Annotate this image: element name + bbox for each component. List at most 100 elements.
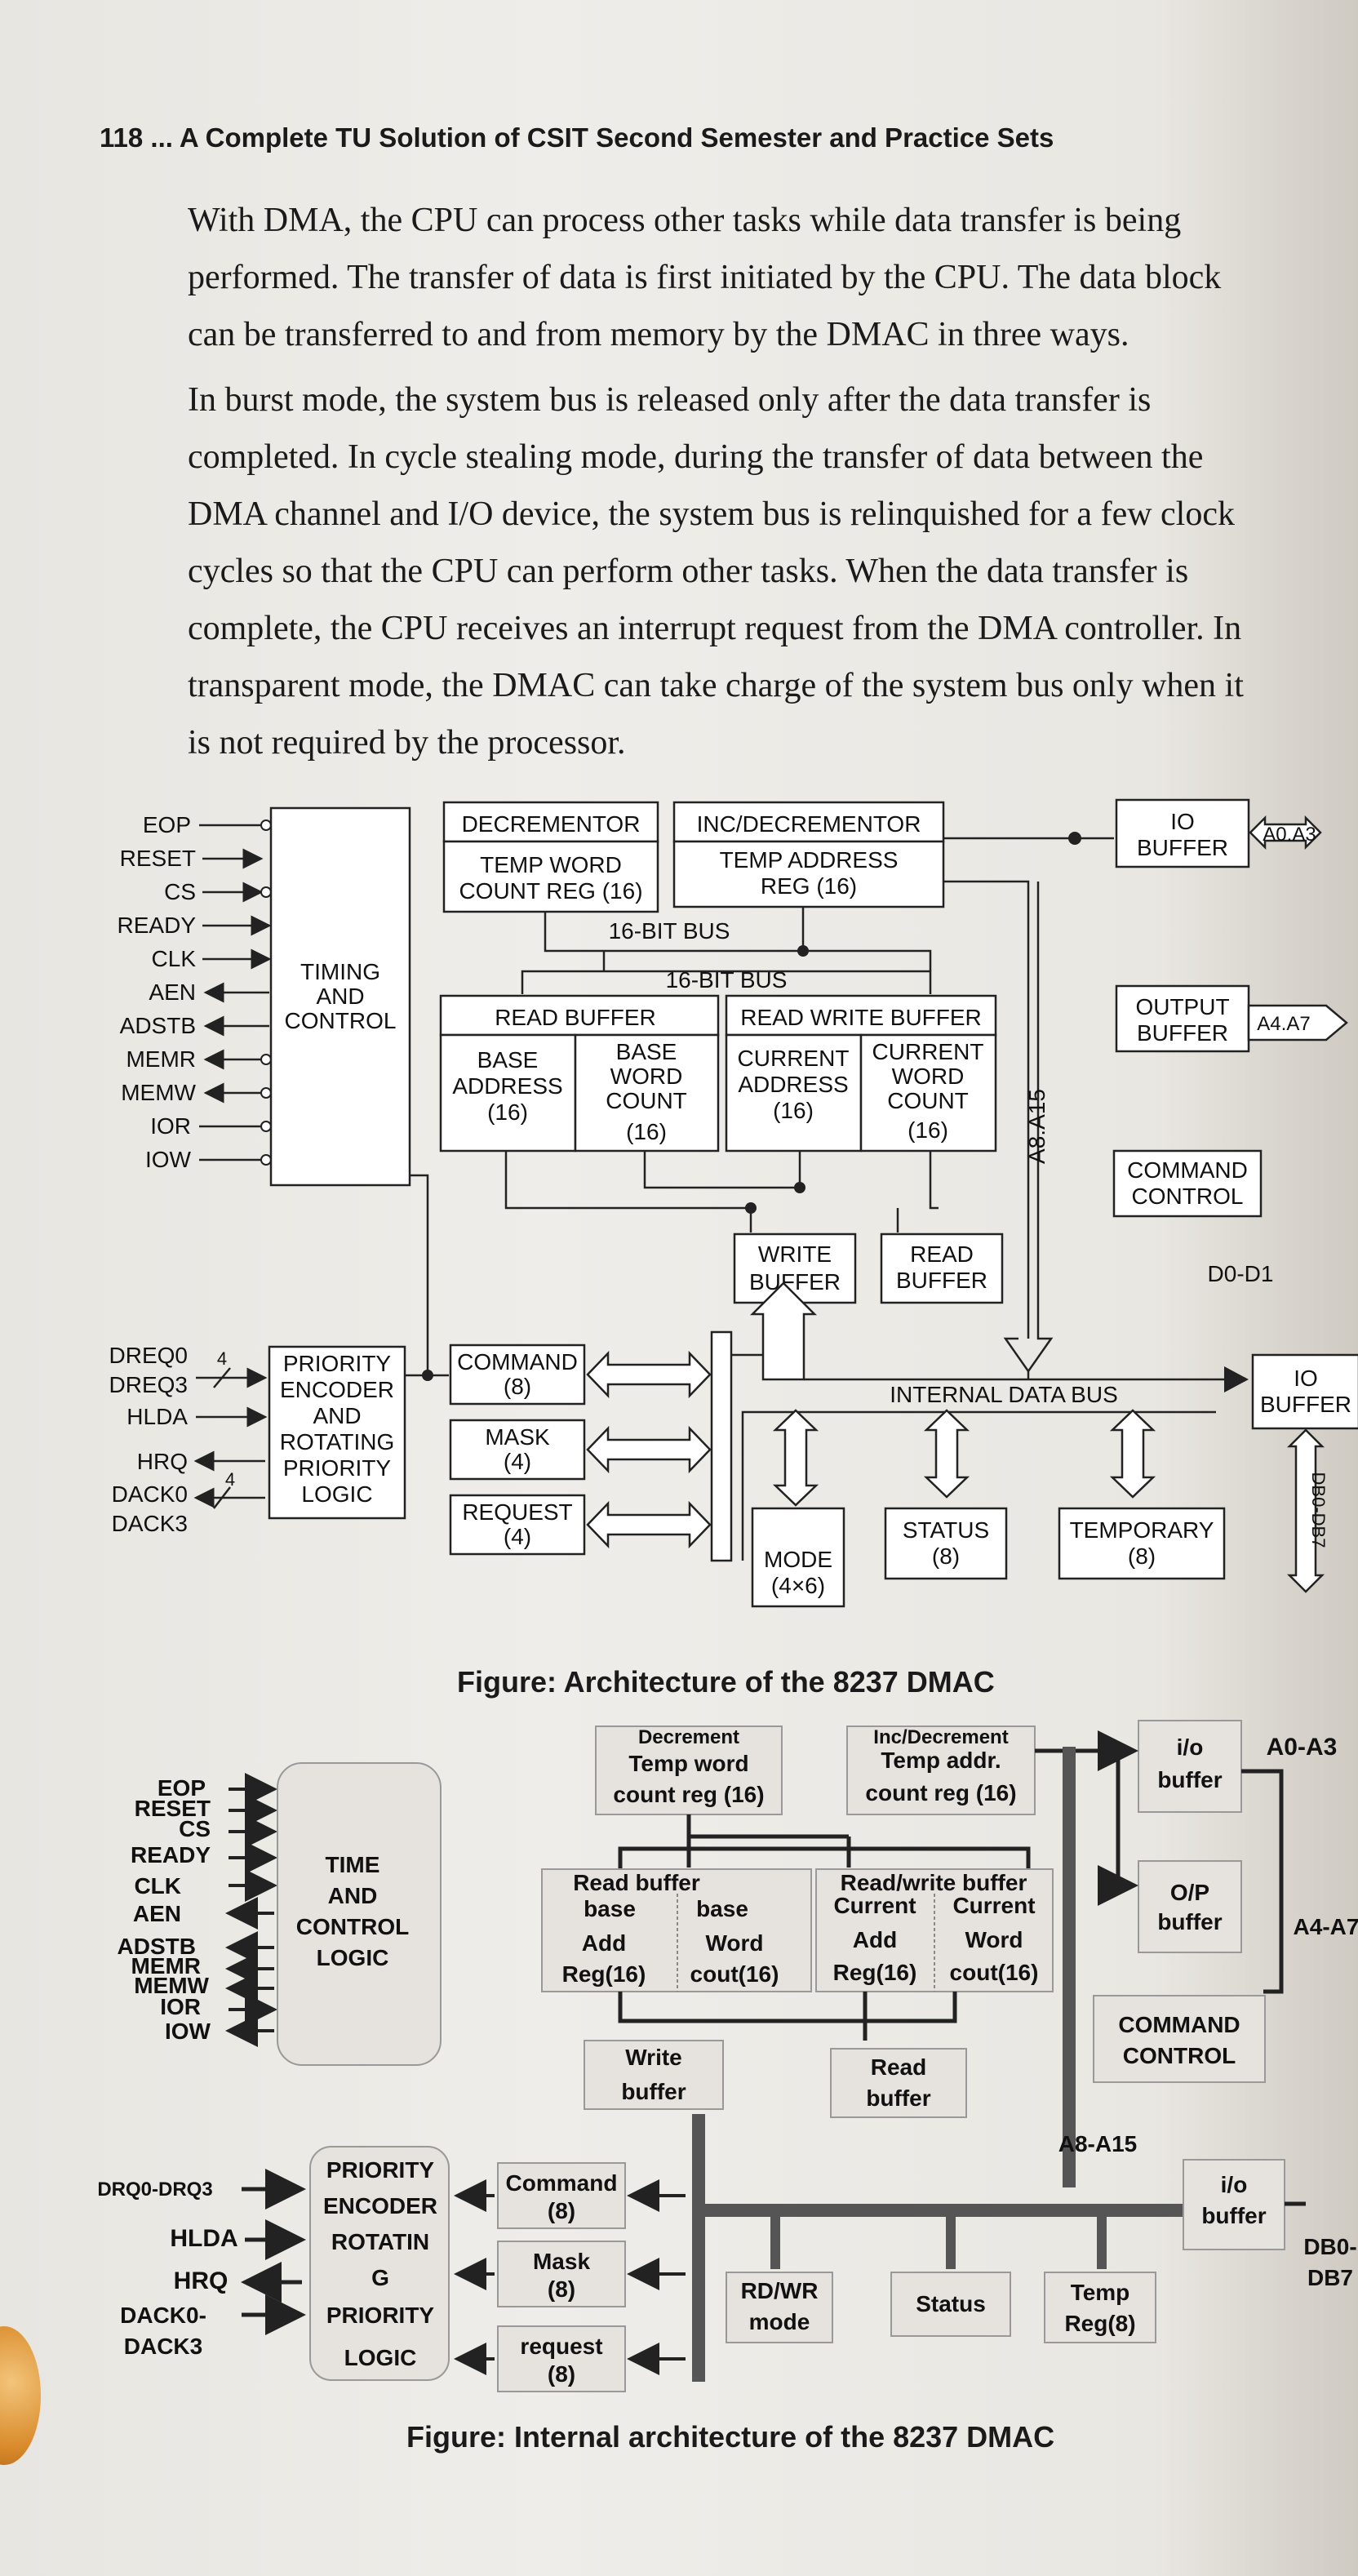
a4-a7-label: A4.A7: [1257, 1013, 1310, 1035]
command-control-label: CONTROL: [1123, 2043, 1236, 2068]
current-word-label: WORD: [892, 1064, 965, 1089]
op-buffer: [1138, 1860, 1242, 1953]
timing-label: LOGIC: [317, 1945, 389, 1970]
left-signal-labels: EOP RESET CS READY CLK AEN ADSTB MEMR ME…: [118, 812, 197, 1172]
command-label: (8): [548, 2198, 575, 2223]
priority-logic-box: [309, 2146, 450, 2381]
io-buffer-label: i/o: [1221, 2172, 1248, 2197]
inc-decrement-label: Inc/Decrement: [873, 1726, 1008, 1748]
request-label: (8): [548, 2361, 575, 2387]
mask-label: Mask: [533, 2249, 590, 2274]
timing-label: AND: [316, 984, 364, 1009]
current-address-label: CURRENT: [738, 1046, 850, 1071]
current-word-label: (16): [908, 1117, 948, 1143]
command-label: Command: [506, 2170, 618, 2196]
status-reg: [884, 1507, 1008, 1580]
base-add-label: base: [584, 1896, 636, 1921]
base-add-label: Add: [582, 1930, 626, 1956]
temp-word-count-reg: [442, 840, 659, 913]
request-label: request: [520, 2334, 602, 2359]
a0-a3-label: A0-A3: [1267, 1734, 1338, 1761]
priority-label: G: [371, 2265, 389, 2290]
mask-reg: [449, 1419, 586, 1481]
signal-eop: EOP: [143, 812, 191, 837]
output-buffer-label: OUTPUT: [1135, 994, 1229, 1019]
db-label: DB7: [1307, 2265, 1353, 2290]
text-line: can be transferred to and from memory by…: [188, 316, 1129, 353]
a0-a3-label: A0.A3: [1263, 824, 1316, 846]
figure1-caption: Figure: Architecture of the 8237 DMAC: [457, 1665, 995, 1699]
signal-aen: AEN: [133, 1901, 181, 1926]
signal-dreq3: DREQ3: [109, 1372, 188, 1397]
temp-word-label: TEMP WORD: [480, 852, 622, 877]
inc-decrementor-box: [672, 801, 945, 843]
command-label: COMMAND: [457, 1349, 578, 1375]
signal-drq: DRQ0-DRQ3: [97, 2178, 212, 2201]
base-word-label: WORD: [610, 1064, 683, 1089]
signal-clk: CLK: [152, 946, 197, 971]
timing-control-box: [269, 806, 411, 1187]
command-label: (8): [504, 1374, 531, 1399]
base-address-label: BASE: [477, 1047, 539, 1073]
op-buffer-label: buffer: [1157, 1909, 1222, 1934]
write-buffer-label: buffer: [621, 2079, 686, 2104]
signal-memr: MEMR: [131, 1953, 201, 1979]
write-buffer-label: WRITE: [758, 1241, 832, 1267]
read-buffer-label: READ BUFFER: [495, 1005, 656, 1030]
command-control-label: COMMAND: [1127, 1157, 1248, 1183]
signal-adstb: ADSTB: [120, 1013, 196, 1038]
temp-addr-label: Temp addr.: [881, 1748, 1001, 1773]
text-line: DMA channel and I/O device, the system b…: [188, 495, 1235, 533]
current-address-label: (16): [773, 1098, 814, 1123]
priority-label: AND: [313, 1403, 361, 1428]
signal-clk: CLK: [134, 1873, 181, 1899]
text-line: cycles so that the CPU can perform other…: [188, 553, 1189, 590]
timing-label: CONTROL: [285, 1008, 397, 1033]
read-buffer-small-label: buffer: [866, 2085, 930, 2111]
current-word-label: Current: [952, 1893, 1035, 1918]
priority-label: ENCODER: [280, 1377, 394, 1402]
rdwr-mode-reg: [726, 2272, 833, 2343]
current-add-label: Current: [833, 1893, 916, 1918]
page-header: 118 ... A Complete TU Solution of CSIT S…: [100, 122, 1054, 153]
write-buffer-box: [733, 1232, 857, 1304]
base-word-label: (16): [626, 1119, 667, 1144]
temp-word-label: count reg (16): [613, 1782, 764, 1807]
read-buffer-small-label: BUFFER: [896, 1268, 987, 1293]
status-label: (8): [932, 1543, 960, 1569]
read-buffer-small-box: [830, 2048, 967, 2118]
base-word-label: base: [696, 1896, 748, 1921]
temp-label: Reg(8): [1064, 2311, 1135, 2336]
signal-reset: RESET: [135, 1796, 211, 1821]
io-buffer-label: i/o: [1177, 1734, 1204, 1760]
signal-iow: IOW: [145, 1147, 192, 1172]
signal-memw: MEMW: [121, 1080, 196, 1105]
temp-address-label: TEMP ADDRESS: [720, 847, 899, 873]
current-word-label: CURRENT: [872, 1039, 984, 1064]
text-line: In burst mode, the system bus is release…: [188, 381, 1152, 419]
bus-16-label: 16-BIT BUS: [609, 918, 730, 944]
base-add-label: Reg(16): [562, 1961, 646, 1987]
io-buffer-label: BUFFER: [1260, 1392, 1351, 1417]
decrementor-label: DECREMENTOR: [462, 811, 641, 837]
temp-address-reg: [672, 840, 945, 908]
command-reg: [497, 2162, 626, 2229]
figure-8237-architecture: EOP RESET CS READY CLK AEN ADSTB MEMR ME…: [109, 798, 1358, 1608]
priority-label: LOGIC: [344, 2345, 417, 2370]
command-control-label: CONTROL: [1132, 1184, 1244, 1209]
base-word-label: BASE: [616, 1039, 677, 1064]
signal-hlda: HLDA: [170, 2225, 237, 2252]
text-line: With DMA, the CPU can process other task…: [188, 202, 1182, 239]
time-control-box: [277, 1762, 442, 2066]
db-label: DB0-: [1303, 2234, 1356, 2259]
temp-reg: [1044, 2272, 1156, 2343]
timing-label: TIME: [326, 1852, 380, 1877]
signal-dack0: DACK0: [112, 1481, 188, 1507]
text-line: performed. The transfer of data is first…: [188, 259, 1222, 296]
signal-eop: EOP: [158, 1775, 206, 1801]
signal-dack: DACK0-: [120, 2303, 206, 2328]
signal-hlda: HLDA: [126, 1404, 188, 1429]
signal-ready: READY: [131, 1842, 211, 1868]
read-write-buffer-box: [725, 994, 997, 1037]
decrement-label: Decrement: [638, 1726, 739, 1748]
